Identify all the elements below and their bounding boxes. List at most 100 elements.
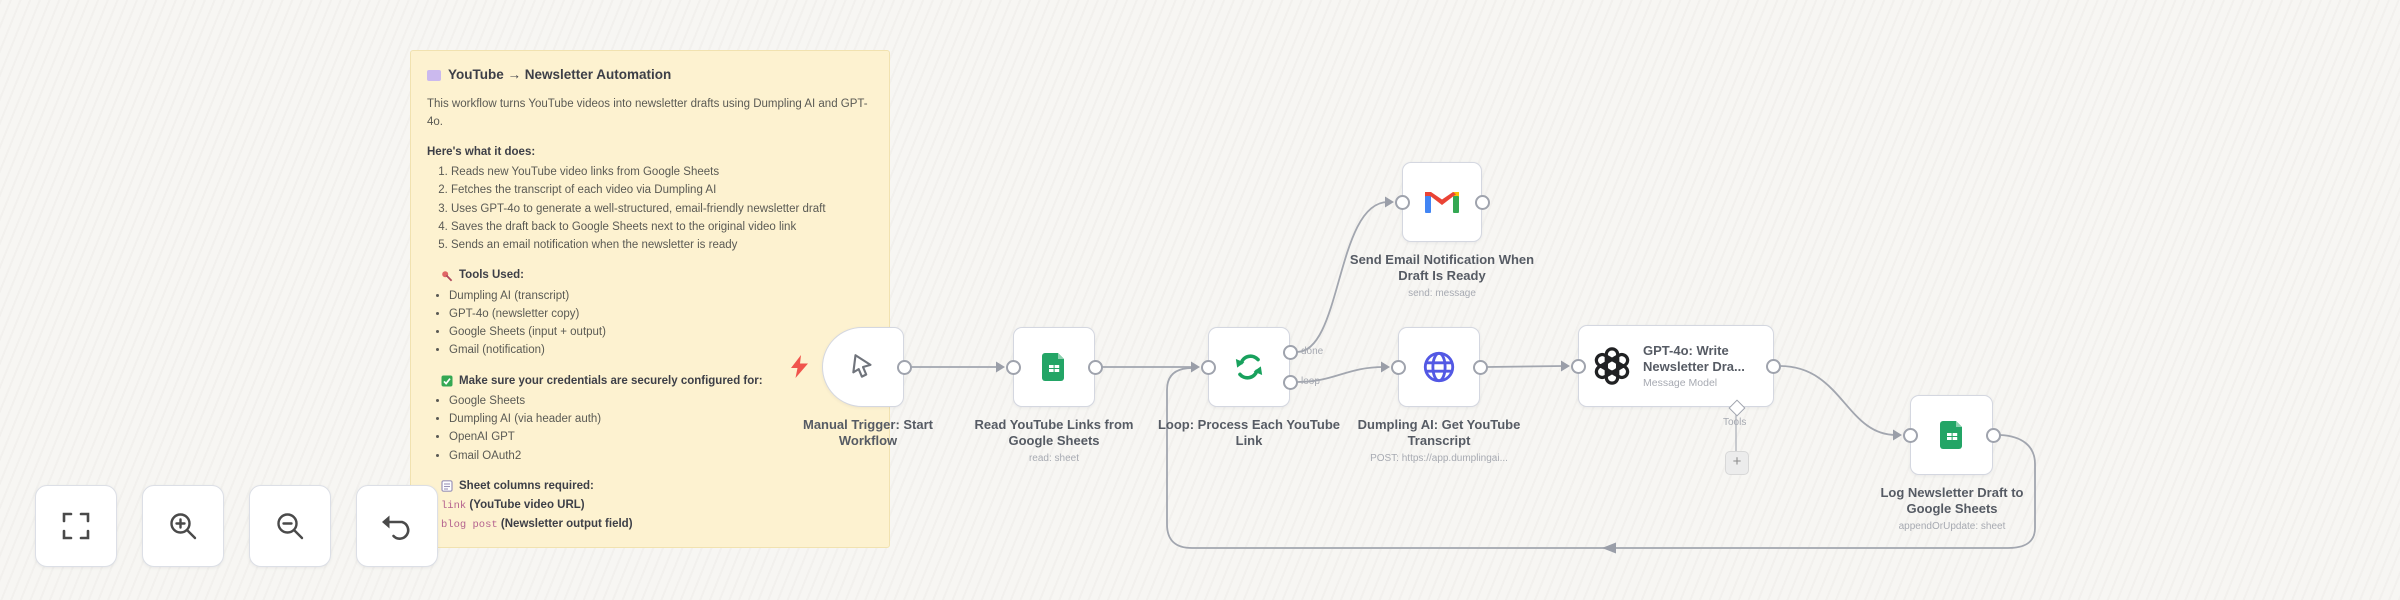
sticky-columns-list: link (YouTube video URL) blog post (News… [441,497,873,534]
node-label-manual-trigger: Manual Trigger: Start Workflow [773,417,963,450]
sticky-note[interactable]: YouTube → Newsletter Automation This wor… [410,50,890,548]
sticky-credential: Dumpling AI (via header auth) [449,411,873,428]
node-loop[interactable] [1208,327,1290,407]
port-out-read-sheets[interactable] [1087,359,1103,375]
sticky-credentials-list: Google Sheets Dumpling AI (via header au… [427,393,873,465]
sticky-steps-list: Reads new YouTube video links from Googl… [427,164,873,254]
gmail-icon [1425,192,1459,213]
port-out-log-sheets[interactable] [1985,427,2001,443]
node-log-sheets[interactable] [1910,395,1993,475]
node-label-log-sheets: Log Newsletter Draft to Google Sheets ap… [1857,485,2047,533]
sticky-credential: Google Sheets [449,393,873,410]
sticky-tools-heading: Tools Used: [459,269,524,282]
zoom-out-button[interactable] [249,485,331,567]
node-title: Loop: Process Each YouTube Link [1157,417,1341,449]
node-label-loop: Loop: Process Each YouTube Link [1154,417,1344,450]
node-read-sheets[interactable] [1013,327,1095,407]
sticky-steps-heading: Here's what it does: [427,145,536,158]
port-out-dumpling[interactable] [1472,359,1488,375]
arrowhead-gpt-input [1561,360,1570,372]
zoom-in-button[interactable] [142,485,224,567]
node-label-read-sheets: Read YouTube Links from Google Sheets re… [959,417,1149,465]
sticky-columns-heading: Sheet columns required: [459,479,594,492]
sticky-credential: Gmail OAuth2 [449,448,873,465]
sticky-step: Saves the draft back to Google Sheets ne… [451,219,873,236]
port-out-gmail[interactable] [1474,194,1490,210]
port-in-dumpling[interactable] [1390,359,1406,375]
port-out-loop-loop[interactable] [1282,374,1298,390]
node-title: Read YouTube Links from Google Sheets [974,417,1134,449]
openai-icon [1594,347,1630,385]
wire-loop-loop-to-dumpling[interactable] [1296,366,1385,383]
sticky-credential: OpenAI GPT [449,429,873,446]
port-in-gmail[interactable] [1394,194,1410,210]
gpt-node-body: GPT-4o: Write Newsletter Dra... Message … [1579,343,1773,390]
gpt-node-text: GPT-4o: Write Newsletter Dra... Message … [1643,343,1759,390]
add-tool-button[interactable]: + [1725,451,1749,475]
node-subtitle: read: sheet [1028,452,1080,464]
wire-gpt-to-log[interactable] [1779,365,1897,436]
undo-button[interactable] [356,485,438,567]
globe-icon [1423,351,1455,383]
sticky-title: YouTube → Newsletter Automation [448,67,672,82]
sticky-tool: Google Sheets (input + output) [449,324,873,341]
sticky-column-item: blog post (Newsletter output field) [441,516,873,534]
fit-view-icon [62,512,90,540]
node-manual-trigger[interactable] [822,327,904,407]
node-subtitle: Message Model [1643,377,1718,390]
port-in-loop[interactable] [1200,359,1216,375]
sticky-credentials-heading-row: Make sure your credentials are securely … [441,373,873,390]
wire-log-feedback-to-loop[interactable] [1166,367,2036,549]
arrowhead-gmail-input [1385,196,1394,208]
sticky-step: Fetches the transcript of each video via… [451,182,873,199]
port-in-read-sheets[interactable] [1005,359,1021,375]
node-dumpling[interactable] [1398,327,1480,407]
arrowhead-feedback-mid [1602,542,1616,554]
node-title: GPT-4o: Write Newsletter Dra... [1643,342,1745,374]
bolt-icon [791,355,808,378]
fit-view-button[interactable] [35,485,117,567]
wire-loop-done-to-gmail[interactable] [1296,201,1389,353]
port-out-loop-done[interactable] [1282,344,1298,360]
node-label-dumpling: Dumpling AI: Get YouTube Transcript POST… [1344,417,1534,465]
loop-output-loop-label: loop [1301,376,1320,387]
node-title: Send Email Notification When Draft Is Re… [1349,252,1535,284]
node-subtitle: POST: https://app.dumplingai... [1370,452,1508,464]
sticky-credentials-heading: Make sure your credentials are securely … [459,374,763,387]
sticky-tool: Gmail (notification) [449,342,873,359]
column-code: link [441,500,467,512]
node-gpt[interactable]: GPT-4o: Write Newsletter Dra... Message … [1578,325,1774,407]
check-icon [441,375,453,387]
sticky-tool: GPT-4o (newsletter copy) [449,306,873,323]
columns-icon [441,480,453,493]
node-title: Dumpling AI: Get YouTube Transcript [1357,417,1521,449]
sticky-step: Reads new YouTube video links from Googl… [451,164,873,181]
undo-icon [382,515,410,540]
node-label-gmail: Send Email Notification When Draft Is Re… [1347,252,1537,300]
port-out-manual-trigger[interactable] [896,359,912,375]
node-subtitle: send: message [1408,287,1476,299]
arrowhead-dumpling-input [1381,361,1390,373]
pushpin-icon [442,271,453,282]
port-in-log-sheets[interactable] [1902,427,1918,443]
node-gmail[interactable] [1402,162,1482,242]
sticky-tools-list: Dumpling AI (transcript) GPT-4o (newslet… [427,288,873,360]
loop-output-done-label: done [1301,346,1324,357]
column-desc: (YouTube video URL) [469,499,585,511]
note-icon [427,69,441,81]
sticky-columns-heading-row: Sheet columns required: [441,478,873,495]
wire-dumpling-to-gpt[interactable] [1486,365,1565,368]
zoom-in-icon [170,513,197,540]
arrowhead-read-input [996,361,1005,373]
port-out-gpt[interactable] [1765,358,1781,374]
zoom-out-icon [277,513,304,540]
node-subtitle: appendOrUpdate: sheet [1898,520,2006,532]
cursor-icon [852,354,872,378]
node-title: Manual Trigger: Start Workflow [802,417,934,449]
sticky-step: Uses GPT-4o to generate a well-structure… [451,201,873,218]
port-in-gpt[interactable] [1570,358,1586,374]
arrowhead-log-input [1893,429,1902,441]
sticky-step: Sends an email notification when the new… [451,237,873,254]
sticky-intro: This workflow turns YouTube videos into … [427,98,868,128]
